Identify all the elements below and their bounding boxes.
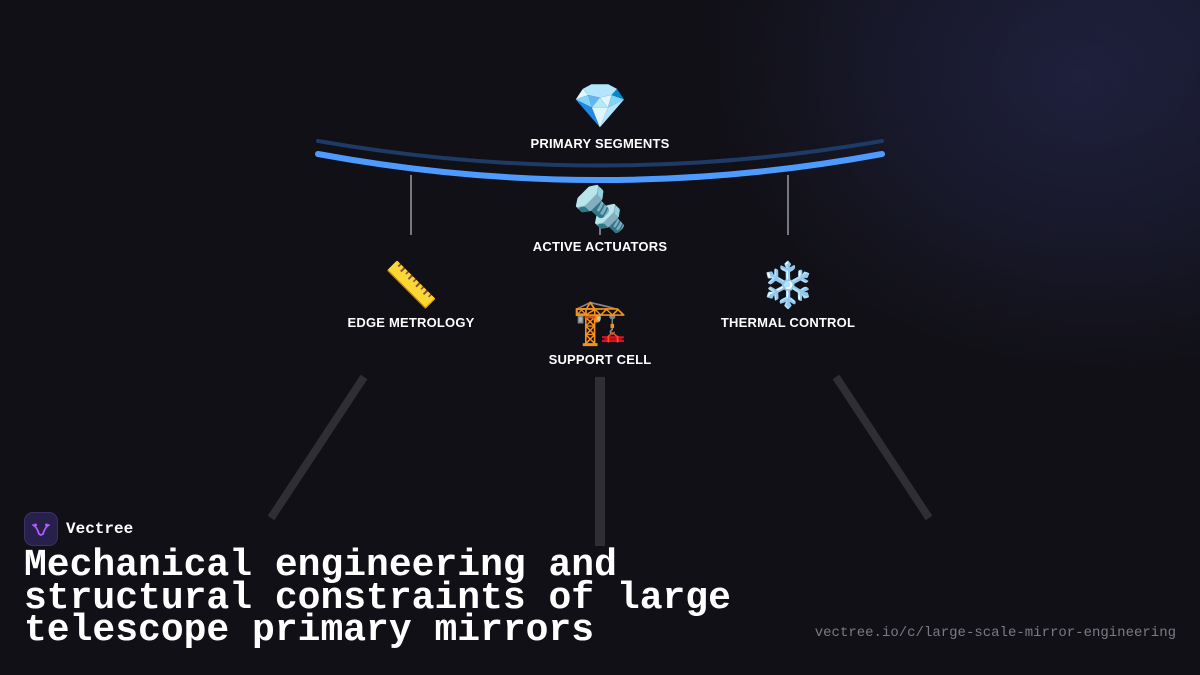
node-label: SUPPORT CELL: [548, 352, 652, 367]
node-label: EDGE METROLOGY: [347, 315, 475, 330]
node-edge-metrology: 📏 EDGE METROLOGY: [291, 260, 531, 331]
ruler-icon: 📏: [383, 260, 439, 311]
brand: Vectree: [24, 512, 133, 546]
node-support-cell: 🏗️ SUPPORT CELL: [480, 297, 720, 368]
brand-name: Vectree: [66, 520, 134, 538]
nut-and-bolt-icon: 🔩: [572, 184, 628, 235]
node-label: PRIMARY SEGMENTS: [530, 136, 670, 151]
logo-mark: [32, 523, 50, 537]
page-title: Mechanical engineering and structural co…: [24, 544, 731, 652]
node-label: ACTIVE ACTUATORS: [532, 239, 668, 254]
mirror-front-surface: [315, 151, 885, 183]
gem-icon: 💎: [572, 81, 628, 132]
strut-left: [267, 374, 368, 521]
snowflake-icon: ❄️: [760, 260, 816, 311]
node-active-actuators: 🔩 ACTIVE ACTUATORS: [480, 184, 720, 255]
vectree-logo-icon: [24, 512, 58, 546]
node-thermal-control: ❄️ THERMAL CONTROL: [668, 260, 908, 331]
node-primary-segments: 💎 PRIMARY SEGMENTS: [480, 81, 720, 152]
mirror-back-surface: [316, 139, 884, 168]
source-url: vectree.io/c/large-scale-mirror-engineer…: [814, 625, 1176, 641]
node-label: THERMAL CONTROL: [720, 315, 856, 330]
crane-icon: 🏗️: [572, 297, 628, 348]
strut-right: [832, 374, 933, 521]
